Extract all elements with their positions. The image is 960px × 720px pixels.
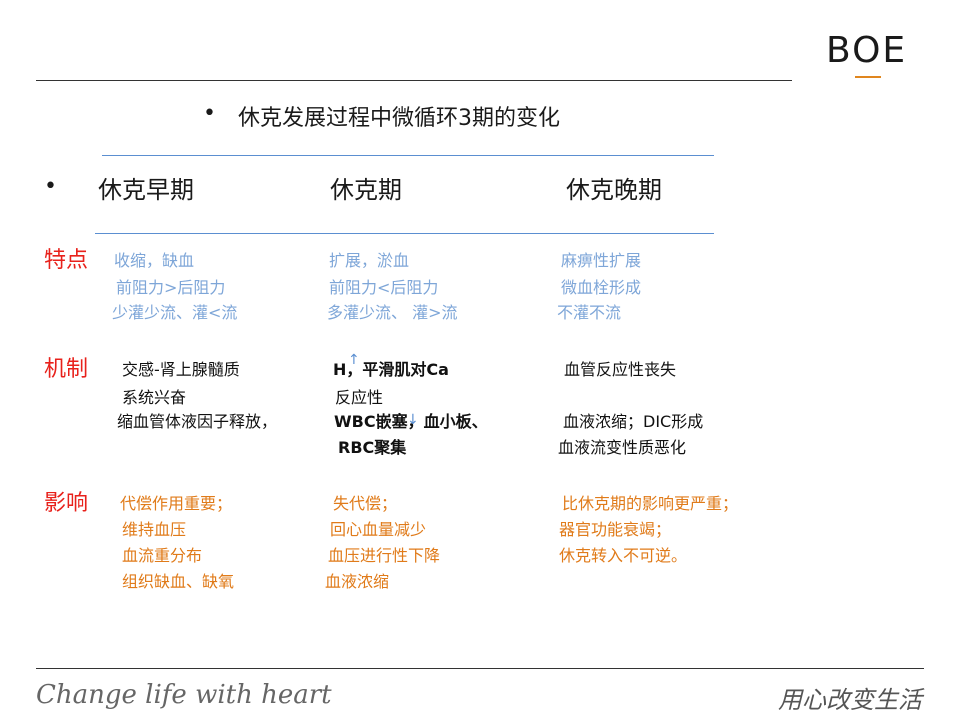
feature-cell-text: 少灌少流、灌<流 — [112, 303, 238, 322]
mechanism-cell-text: 血液浓缩；DIC形成 — [563, 412, 704, 431]
effect-cell-text: 血液浓缩 — [325, 572, 390, 591]
mechanism-cell-text: 血管反应性丧失 — [564, 360, 677, 379]
effect-cell-text: 比休克期的影响更严重； — [562, 494, 739, 513]
footer-signature: 用心改变生活 — [778, 686, 922, 714]
mechanism-cell-text: 交感-肾上腺髓质 — [122, 360, 240, 379]
slide-title: 休克发展过程中微循环3期的变化 — [238, 106, 560, 131]
feature-cell-text: 麻痹性扩展 — [561, 251, 642, 270]
mechanism-cell-text: WBC嵌塞，血小板、 — [334, 412, 488, 431]
effect-cell-text: 血流重分布 — [122, 546, 203, 565]
logo-accent-bar — [855, 76, 881, 78]
mechanism-cell-text: 缩血管体液因子释放， — [117, 412, 278, 431]
footer-slogan: Change life with heart — [36, 680, 332, 710]
column-header-top-line — [102, 155, 714, 156]
feature-cell-text: 微血栓形成 — [561, 278, 642, 297]
footer-divider — [36, 668, 924, 669]
feature-cell-text: 多灌少流、 灌>流 — [327, 303, 458, 322]
mechanism-cell-text: RBC聚集 — [338, 438, 407, 457]
feature-cell-text: 扩展，淤血 — [329, 251, 410, 270]
mechanism-cell-text: H，平滑肌对Ca — [333, 360, 449, 379]
row-label-mechanism: 机制 — [44, 357, 89, 382]
effect-cell-text: 血压进行性下降 — [328, 546, 441, 565]
bullet-icon: • — [203, 101, 216, 126]
header-divider — [36, 80, 792, 81]
feature-cell-text: 前阻力<后阻力 — [329, 278, 439, 297]
column-header-bottom-line — [95, 233, 714, 234]
effect-cell-text: 回心血量减少 — [330, 520, 427, 539]
column-header-shock: 休克期 — [330, 176, 402, 204]
bullet-icon: • — [44, 174, 57, 199]
feature-cell-text: 收缩，缺血 — [114, 251, 195, 270]
effect-cell-text: 失代偿； — [333, 494, 398, 513]
effect-cell-text: 器官功能衰竭； — [559, 520, 672, 539]
row-label-features: 特点 — [44, 248, 89, 273]
effect-cell-text: 代偿作用重要； — [120, 494, 233, 513]
arrow-down-icon: ↓ — [407, 412, 419, 428]
mechanism-cell-text: 血液流变性质恶化 — [558, 438, 687, 457]
arrow-up-icon: ↑ — [348, 352, 360, 368]
effect-cell-text: 休克转入不可逆。 — [559, 546, 688, 565]
column-header-late: 休克晚期 — [566, 176, 662, 204]
effect-cell-text: 组织缺血、缺氧 — [122, 572, 235, 591]
feature-cell-text: 前阻力>后阻力 — [116, 278, 226, 297]
effect-cell-text: 维持血压 — [122, 520, 187, 539]
boe-logo: BOE — [826, 30, 907, 78]
row-label-effects: 影响 — [44, 491, 89, 516]
feature-cell-text: 不灌不流 — [557, 303, 622, 322]
mechanism-cell-text: 反应性 — [335, 388, 384, 407]
column-header-early: 休克早期 — [98, 176, 194, 204]
mechanism-cell-text: 系统兴奋 — [122, 388, 187, 407]
